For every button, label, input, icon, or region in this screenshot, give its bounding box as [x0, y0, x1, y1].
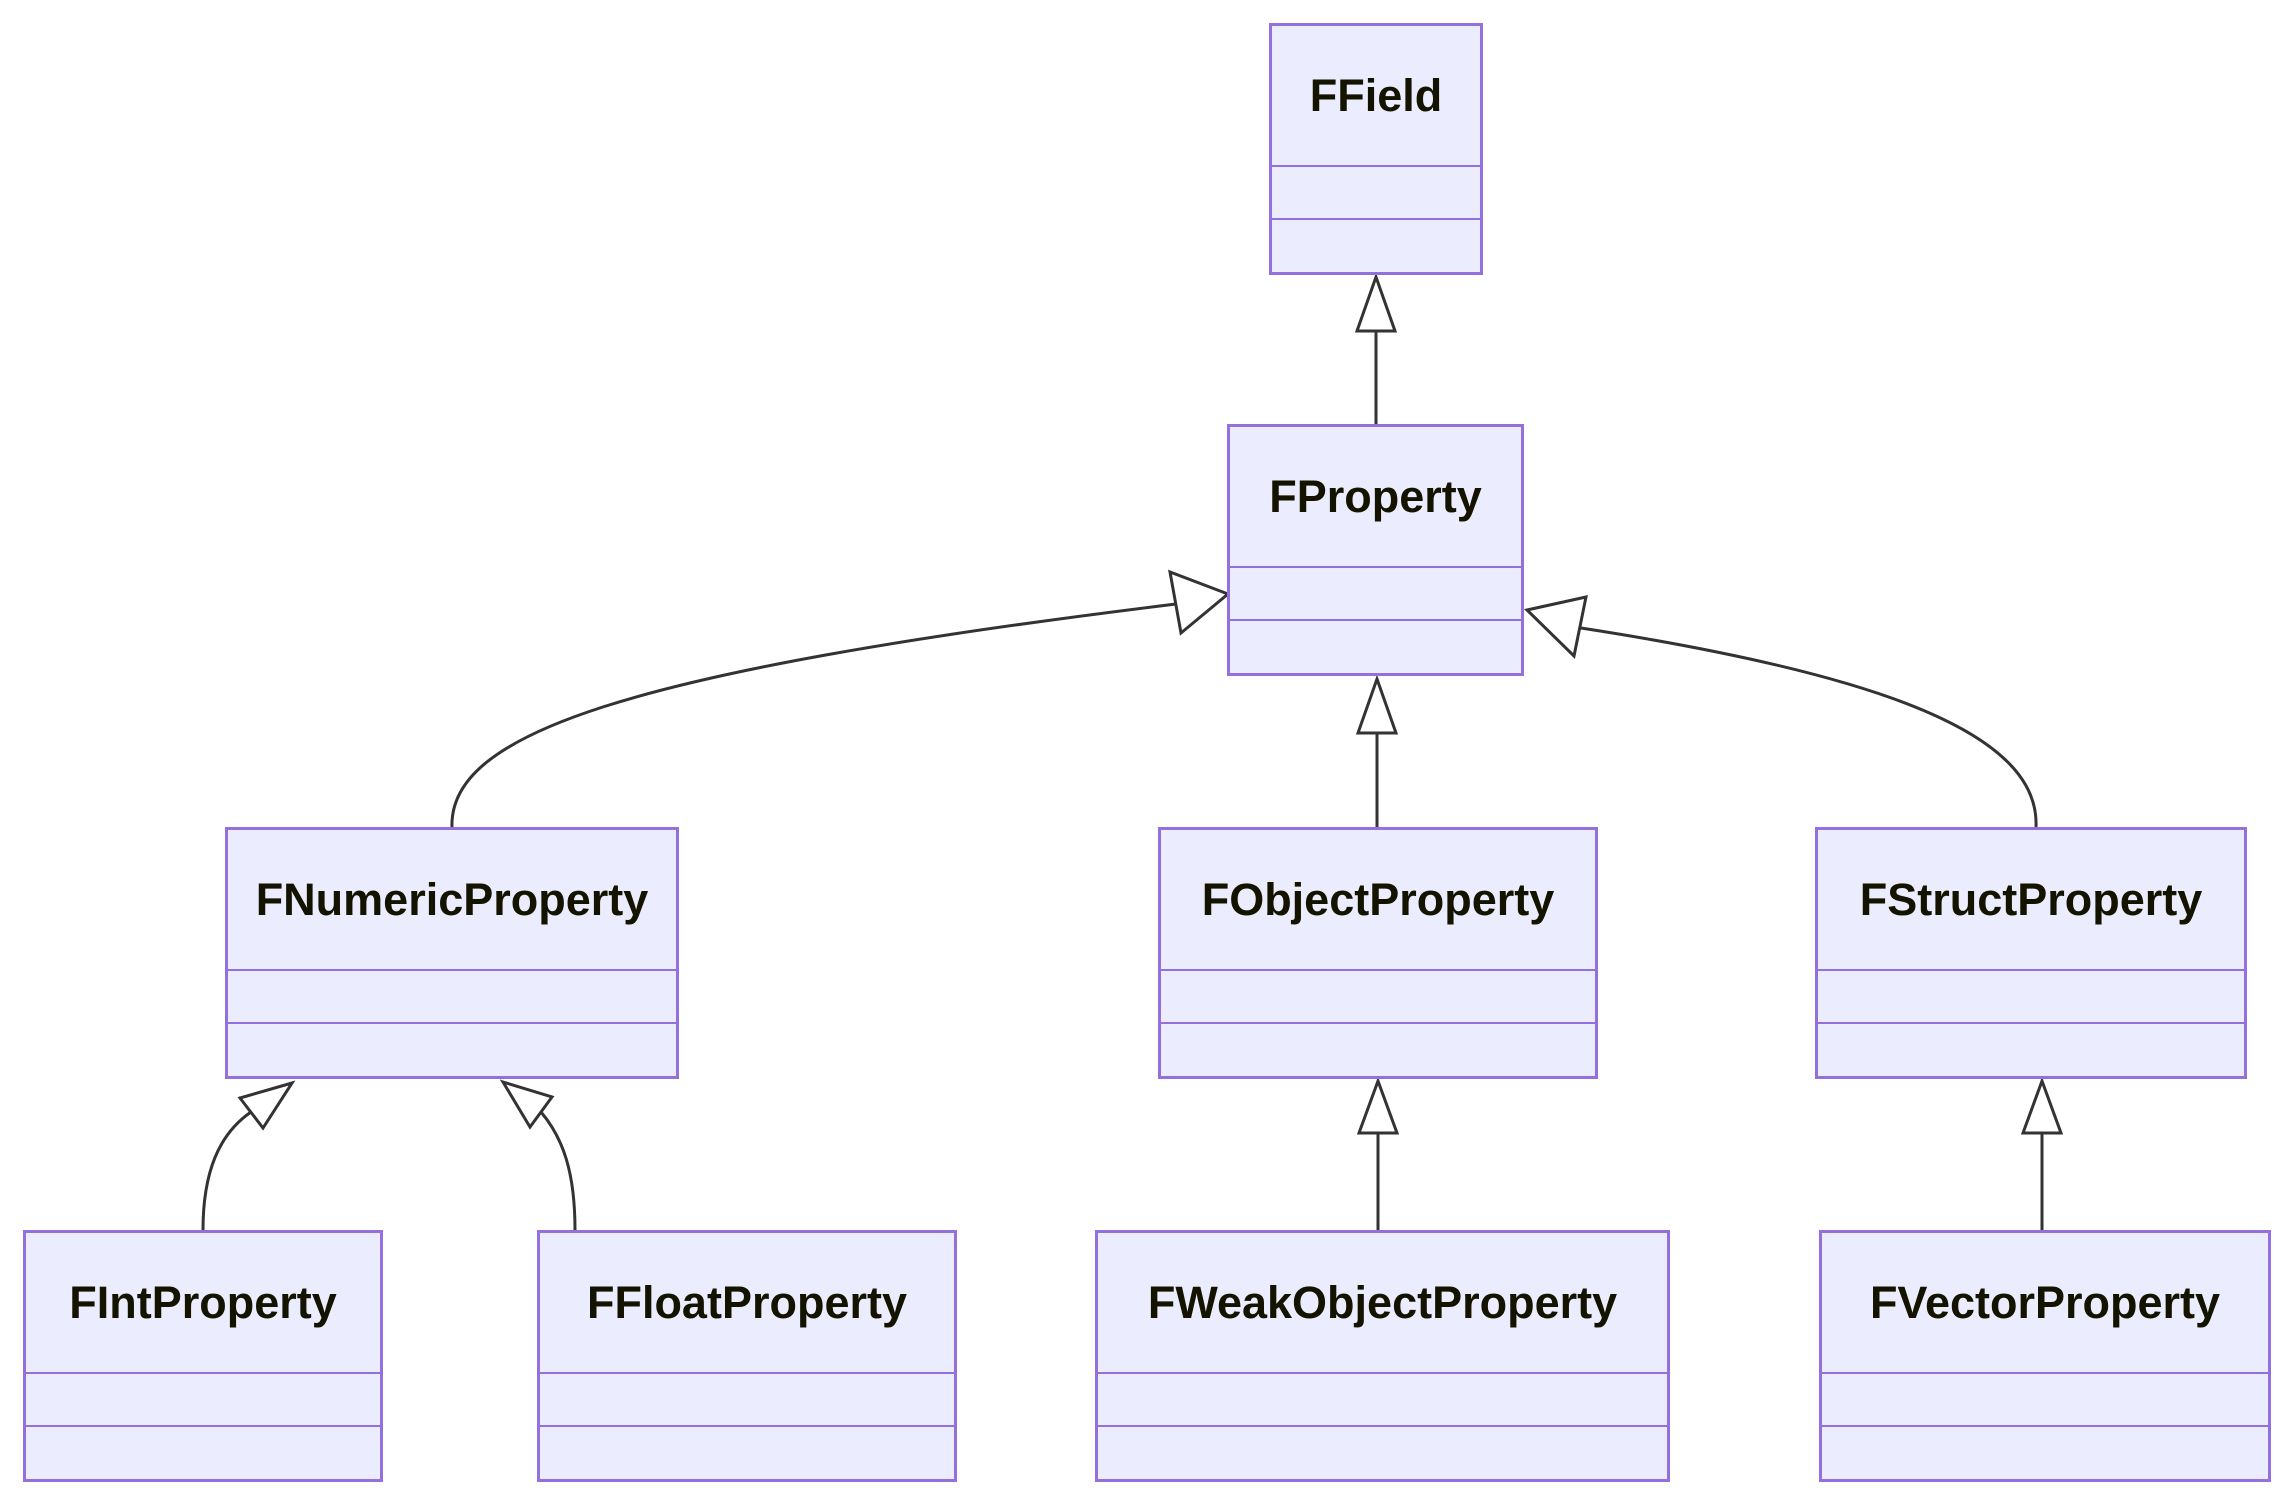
inheritance-arrowhead-fproperty-right: [1523, 595, 1588, 659]
class-node-fnumericproperty: FNumericProperty: [225, 827, 679, 1079]
class-node-ffloatproperty: FFloatProperty: [537, 1230, 957, 1482]
methods-compartment-fobjectproperty: [1161, 1022, 1595, 1076]
inheritance-arrowhead-fobjectproperty: [1356, 1076, 1400, 1135]
attributes-compartment-fobjectproperty: [1161, 969, 1595, 1022]
attributes-compartment-fvectorproperty: [1822, 1372, 2268, 1425]
inheritance-arrowhead-fnumericproperty-right: [499, 1079, 555, 1130]
class-name-fobjectproperty: FObjectProperty: [1201, 873, 1555, 925]
attributes-compartment-fnumericproperty: [228, 969, 676, 1022]
class-name-ffloatproperty: FFloatProperty: [586, 1276, 908, 1328]
class-node-ffield: FField: [1269, 23, 1483, 275]
class-name-fstructproperty: FStructProperty: [1859, 873, 2203, 925]
methods-compartment-ffield: [1272, 218, 1480, 272]
class-node-fintproperty: FIntProperty: [23, 1230, 383, 1482]
class-name-fweakobjectproperty: FWeakObjectProperty: [1147, 1276, 1618, 1328]
class-node-fstructproperty: FStructProperty: [1815, 827, 2247, 1079]
class-node-fweakobjectproperty: FWeakObjectProperty: [1095, 1230, 1670, 1482]
attributes-compartment-fweakobjectproperty: [1098, 1372, 1667, 1425]
class-node-fvectorproperty: FVectorProperty: [1819, 1230, 2271, 1482]
inheritance-arrowhead-ffield: [1354, 272, 1398, 333]
methods-compartment-fstructproperty: [1818, 1022, 2244, 1076]
edge-fstructproperty-to-fproperty: [1580, 626, 2038, 828]
class-node-fobjectproperty: FObjectProperty: [1158, 827, 1598, 1079]
methods-compartment-ffloatproperty: [540, 1425, 954, 1479]
methods-compartment-fproperty: [1230, 619, 1521, 673]
inheritance-arrowhead-fproperty-left: [1168, 569, 1231, 636]
methods-compartment-fweakobjectproperty: [1098, 1425, 1667, 1479]
methods-compartment-fnumericproperty: [228, 1022, 676, 1076]
class-name-fintproperty: FIntProperty: [69, 1276, 337, 1328]
class-name-fproperty: FProperty: [1269, 470, 1482, 522]
attributes-compartment-fstructproperty: [1818, 969, 2244, 1022]
attributes-compartment-fproperty: [1230, 566, 1521, 619]
inheritance-arrowhead-fstructproperty: [2020, 1076, 2064, 1135]
edge-ffloatproperty-to-fnumericproperty: [539, 1111, 577, 1231]
class-node-fproperty: FProperty: [1227, 424, 1524, 676]
edge-fnumericproperty-to-fproperty: [450, 602, 1177, 829]
edge-fintproperty-to-fnumericproperty: [201, 1110, 252, 1231]
class-name-ffield: FField: [1309, 69, 1443, 121]
class-name-fvectorproperty: FVectorProperty: [1869, 1276, 2221, 1328]
class-name-fnumericproperty: FNumericProperty: [255, 873, 649, 925]
methods-compartment-fintproperty: [26, 1425, 380, 1479]
attributes-compartment-ffloatproperty: [540, 1372, 954, 1425]
attributes-compartment-fintproperty: [26, 1372, 380, 1425]
inheritance-arrowhead-fproperty-bottom: [1355, 674, 1399, 735]
inheritance-arrowhead-fnumericproperty-left: [237, 1080, 296, 1131]
attributes-compartment-ffield: [1272, 165, 1480, 218]
methods-compartment-fvectorproperty: [1822, 1425, 2268, 1479]
